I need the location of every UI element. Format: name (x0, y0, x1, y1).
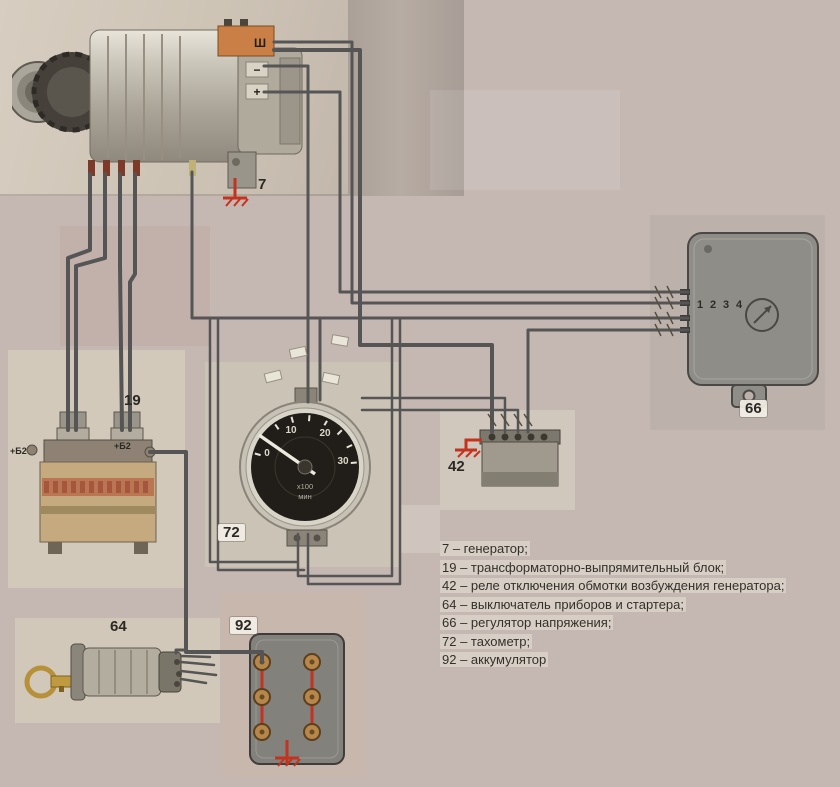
rectifier-foot-left (48, 542, 62, 554)
dial-tick-0: 0 (264, 448, 270, 459)
regulator-terminal-2-label: 2 (710, 299, 716, 311)
dial-unit-line2: мин (298, 492, 312, 501)
legend-item-7: 7 – генератор; (440, 541, 530, 556)
generator: Ш − + (7, 4, 342, 204)
ref-label-7: 7 (258, 176, 267, 193)
generator-mount-bracket (227, 151, 257, 189)
rectifier-foot-right (134, 542, 148, 554)
rectifier-red-band (42, 478, 154, 496)
regulator-terminal-3-label: 3 (723, 299, 729, 311)
legend-item-72: 72 – тахометр; (440, 633, 533, 649)
regulator-body-inner (693, 238, 813, 380)
terminal-b2-right-label: +Б2 (114, 441, 131, 451)
rectifier-screw-left (26, 444, 38, 456)
switch-barrel (82, 647, 162, 697)
terminal-sh-label: Ш (254, 36, 266, 50)
regulator-screw (704, 245, 712, 253)
rectifier-post-right (110, 411, 144, 441)
dial-tick-10: 10 (285, 425, 297, 436)
relay-body-shadow (482, 472, 558, 486)
tachometer-hub (297, 459, 313, 475)
legend: 7 – генератор; 19 – трансформаторно-выпр… (440, 540, 838, 670)
terminal-plus-label: + (253, 85, 260, 99)
tachometer-bottom-connector (286, 529, 328, 547)
tachometer-gauge: 0 10 20 30 x100 мин (239, 401, 371, 533)
relay-terminal-screws (488, 433, 548, 441)
generator-bottom-terminals (88, 160, 196, 176)
regulator-body (687, 232, 819, 386)
legend-item-66: 66 – регулятор напряжения; (440, 615, 614, 630)
regulator-terminal-4-label: 4 (736, 299, 743, 311)
terminal-b2-left-label: +Б2 (10, 446, 27, 456)
dial-tick-20: 20 (319, 428, 331, 439)
dial-tick-30: 30 (337, 456, 349, 467)
background-patch-mottle-1 (60, 226, 210, 346)
ref-label-92: 92 (230, 617, 257, 634)
rectifier-screw-right (144, 446, 156, 458)
dial-unit-line1: x100 (297, 482, 313, 491)
rectifier-top-plate (43, 439, 153, 463)
legend-item-64: 64 – выключатель приборов и стартера; (440, 596, 686, 612)
rectifier-block: +Б2 +Б2 (8, 350, 185, 588)
wire-tag (330, 334, 350, 347)
switch-barrel-ridges (98, 650, 148, 694)
voltage-regulator: 1 2 3 4 (650, 215, 825, 430)
legend-item-19: 19 – трансформаторно-выпрямительный блок… (440, 559, 727, 575)
ref-label-64: 64 (110, 618, 127, 635)
ref-label-42: 42 (448, 458, 465, 475)
legend-item-92: 92 – аккумулятор (440, 652, 549, 667)
generator-body-ribs (107, 34, 181, 160)
regulator-terminal-1-label: 1 (697, 299, 703, 311)
rectifier-body (39, 461, 157, 543)
terminal-minus-label: − (253, 63, 260, 77)
rectifier-lower-strip (40, 506, 156, 514)
generator-rear-endcap (279, 57, 301, 145)
legend-item-42: 42 – реле отключения обмотки возбуждения… (440, 578, 787, 593)
ref-label-19: 19 (124, 392, 141, 409)
ref-label-72: 72 (218, 524, 245, 541)
rectifier-post-left (56, 411, 90, 441)
generator-connector-block: Ш − + (217, 19, 275, 100)
regulator-emblem-icon (745, 298, 779, 332)
wire-tag (288, 345, 308, 360)
ref-label-66: 66 (740, 400, 767, 417)
background-patch-mottle-2 (430, 90, 620, 190)
